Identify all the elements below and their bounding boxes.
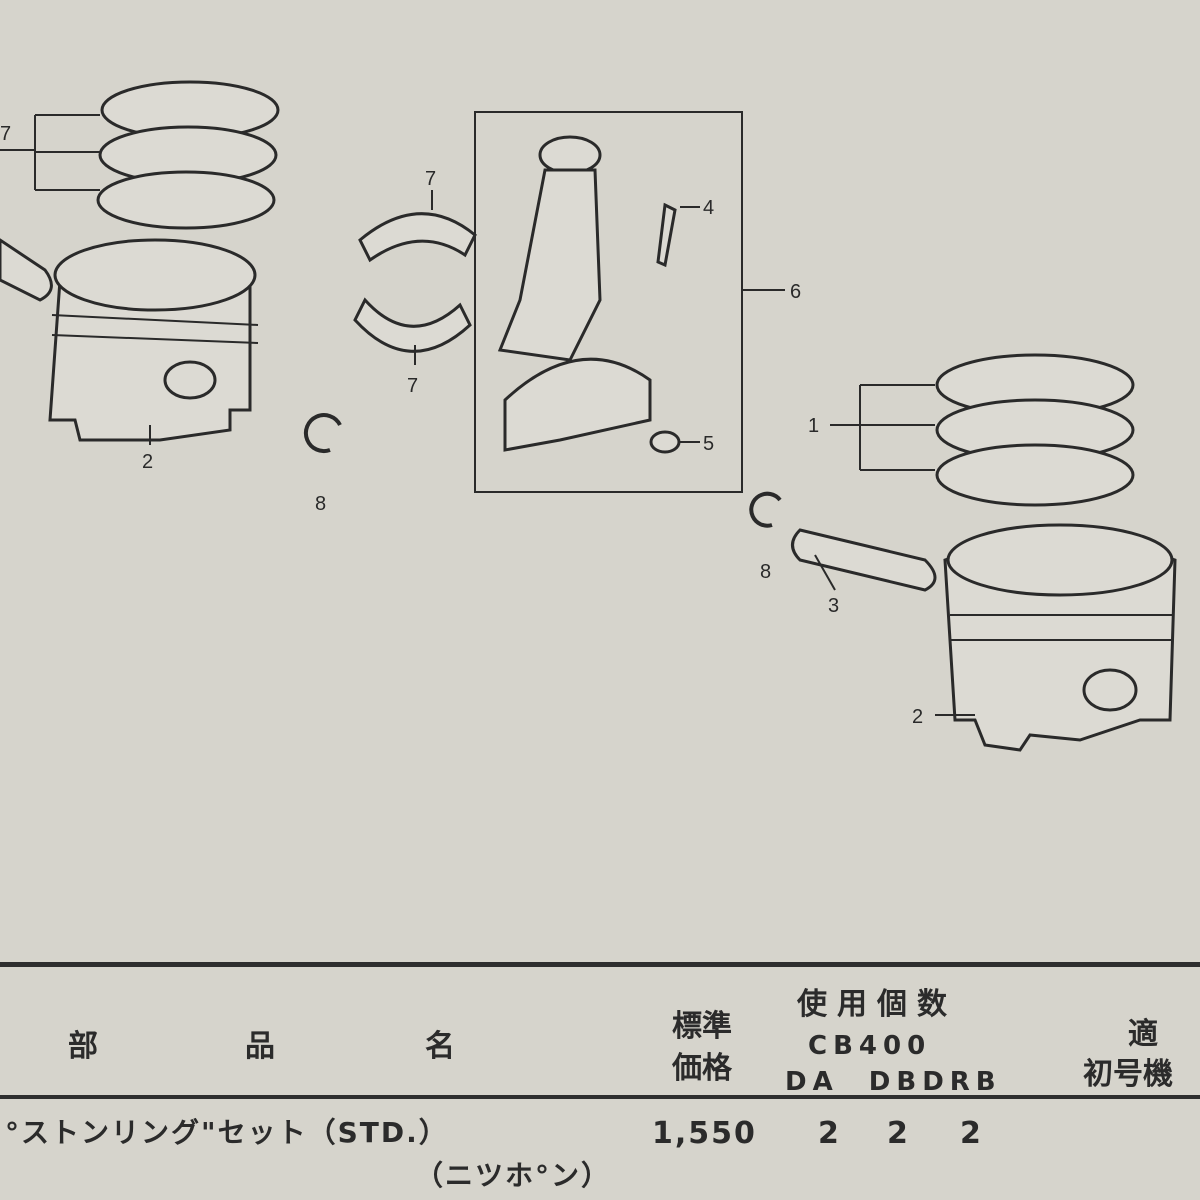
- part-price: 1,550: [652, 1116, 757, 1151]
- header-price-2: 価格: [672, 1051, 732, 1086]
- bearing-upper: [358, 212, 477, 263]
- header-part-name-1: 部: [68, 1029, 98, 1064]
- header-part-name-2: 品: [245, 1029, 275, 1064]
- table-header-rule: [0, 1095, 1200, 1099]
- qty-drb: 2: [960, 1116, 983, 1151]
- callout-4: 4: [703, 197, 714, 219]
- header-model: CB400: [808, 1031, 932, 1061]
- qty-da: 2: [818, 1116, 841, 1151]
- callout-2-right: 2: [912, 706, 923, 728]
- bearing-lower: [353, 297, 472, 353]
- callout-7-left: 7: [0, 123, 11, 145]
- piston-pin-left: [0, 238, 53, 302]
- callout-8-right: 8: [760, 561, 771, 583]
- header-part-name-3: 名: [425, 1029, 455, 1064]
- piston-ring-set-right: [935, 353, 1135, 507]
- piston-right: [943, 523, 1177, 752]
- table-top-rule: [0, 962, 1200, 967]
- callout-6: 6: [790, 281, 801, 303]
- connecting-rod: [497, 135, 681, 454]
- callout-3: 3: [828, 595, 839, 617]
- callout-5: 5: [703, 433, 714, 455]
- callout-1: 1: [808, 415, 819, 437]
- callout-8-left: 8: [315, 493, 326, 515]
- piston-pin-right: [791, 528, 937, 592]
- piston-left: [48, 238, 259, 442]
- parts-exploded-diagram: 7 2 8 7 7 4 6 5 1 8 3 2: [0, 80, 1177, 752]
- callout-7-bottom: 7: [407, 375, 418, 397]
- qty-db: 2: [887, 1116, 910, 1151]
- callout-7-top: 7: [425, 168, 436, 190]
- header-variants: DA DBDRB: [785, 1067, 1002, 1097]
- part-maker: （ニツホ°ン）: [415, 1159, 612, 1192]
- connecting-rod-box: [474, 111, 743, 493]
- header-usage: 使用個数: [797, 987, 957, 1022]
- piston-ring-set-left: [96, 80, 280, 230]
- piston-pin-clip-right: [749, 491, 782, 528]
- part-name: °ストンリング"セット（STD.）: [5, 1116, 449, 1149]
- header-first-unit: 初号機: [1083, 1057, 1173, 1092]
- piston-pin-clip-left: [303, 413, 342, 454]
- callout-2-left: 2: [142, 451, 153, 473]
- header-price-1: 標準: [672, 1009, 732, 1044]
- header-applicable: 適: [1128, 1017, 1158, 1052]
